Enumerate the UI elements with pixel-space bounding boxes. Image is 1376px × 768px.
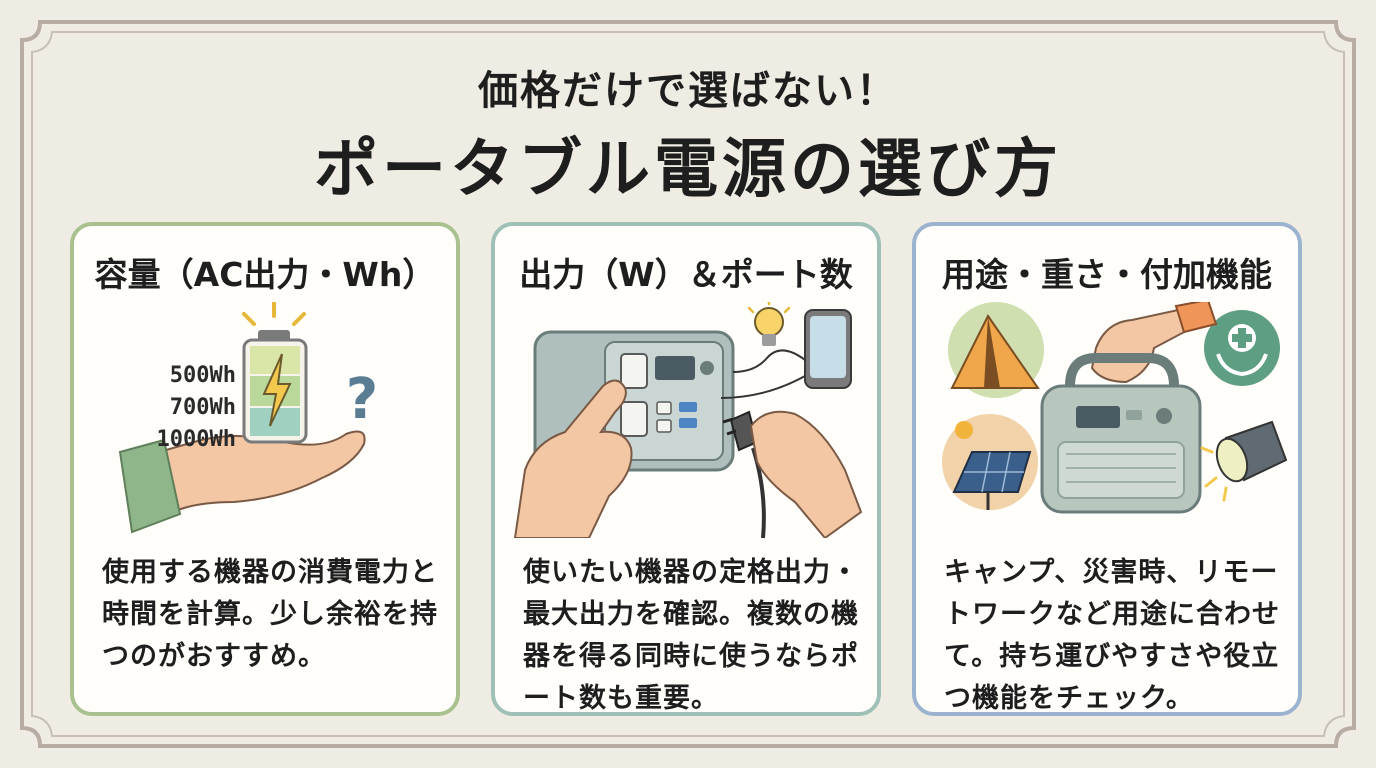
first-aid-icon [1204, 310, 1280, 386]
page-title: ポータブル電源の選び方 [314, 133, 1062, 207]
card-title: 容量（AC出力・Wh） [94, 255, 436, 294]
card-description: キャンプ、災害時、リモートワークなど用途に合わせて。持ち運びやすさや役立つ機能を… [944, 557, 1280, 714]
question-mark-icon: ? [346, 367, 378, 432]
card-description: 使用する機器の消費電力と時間を計算。少し余裕を持つのがおすすめ。 [102, 557, 438, 672]
pointing-finger-icon [513, 379, 633, 538]
smartphone-icon [804, 309, 852, 389]
battery-icon [242, 330, 308, 444]
battery-label-700: 700Wh [170, 395, 236, 420]
battery-label-500: 500Wh [170, 363, 236, 388]
open-hand-icon [118, 430, 366, 534]
capacity-illustration: 500Wh 700Wh 1000Wh ? [118, 302, 378, 534]
solar-panel-icon [942, 414, 1038, 510]
card-output-ports: 出力（W）＆ポート数 [491, 222, 881, 716]
card-usage-weight-features: 用途・重さ・付加機能 [912, 222, 1302, 716]
lightning-icon [262, 353, 292, 427]
tent-icon [948, 302, 1044, 398]
battery-label-1000: 1000Wh [157, 427, 236, 452]
portable-power-icon [1040, 353, 1202, 514]
card-capacity: 容量（AC出力・Wh） 500Wh 700Wh 1000Wh ? 使用する機器の… [70, 222, 460, 716]
card-title: 出力（W）＆ポート数 [519, 255, 853, 294]
page-subtitle: 価格だけで選ばない！ [478, 68, 898, 114]
card-description: 使いたい機器の定格出力・最大出力を確認。複数の機器を得る同時に使うならポート数も… [523, 557, 859, 714]
output-illustration [513, 302, 863, 538]
light-bulb-icon [747, 302, 791, 346]
flashlight-icon [1200, 420, 1288, 502]
card-title: 用途・重さ・付加機能 [942, 255, 1272, 294]
usage-illustration [942, 302, 1288, 514]
